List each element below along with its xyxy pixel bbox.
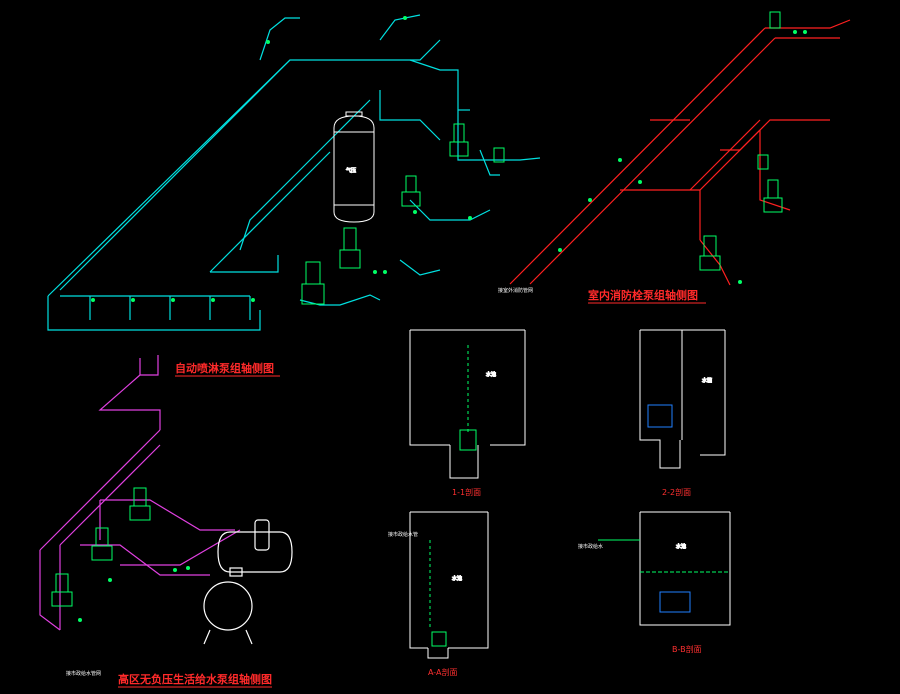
water-valves xyxy=(78,566,190,622)
spray-pump-isometric xyxy=(47,14,541,331)
section-a-a: 水池 xyxy=(409,511,489,659)
section-1-1: 水池 xyxy=(409,329,526,479)
fire-system-title: 室内消防栓泵组轴侧图 xyxy=(588,288,698,302)
water-main-note: 接市政给水管网 xyxy=(66,670,101,677)
water-supply-isometric xyxy=(39,355,241,631)
spray-pumps xyxy=(301,123,505,305)
section-1-1-label: 1-1剖面 xyxy=(452,487,481,497)
spray-system-title: 自动喷淋泵组轴侧图 xyxy=(175,361,274,375)
section-2-2-label: 2-2剖面 xyxy=(662,487,691,497)
section-b-b: 水池 xyxy=(598,511,731,626)
fire-valves xyxy=(558,30,807,284)
pressure-tank: 气压 xyxy=(333,111,375,223)
section-a-a-label: A-A剖面 xyxy=(428,667,457,677)
pool-a-a-label: 水池 xyxy=(452,575,462,582)
spray-valves xyxy=(91,16,472,302)
fire-main-note: 接室外消防管网 xyxy=(498,287,533,294)
pool-1-1-label: 水池 xyxy=(486,371,496,378)
section-2-2: 水箱 xyxy=(639,329,726,469)
water-tanks xyxy=(203,519,293,645)
pool-2-2-label: 水箱 xyxy=(702,377,712,384)
pressure-tank-label: 气压 xyxy=(346,167,356,174)
aa-inlet-note: 接市政给水管 xyxy=(388,531,418,538)
water-system-title: 高区无负压生活给水泵组轴侧图 xyxy=(118,672,272,686)
bb-inlet-note: 接市政给水 xyxy=(578,543,603,550)
water-pumps xyxy=(51,487,151,607)
fire-hydrant-isometric xyxy=(509,19,851,286)
section-b-b-label: B-B剖面 xyxy=(672,644,702,654)
pool-b-b-label: 水池 xyxy=(676,543,686,550)
fire-pumps xyxy=(699,11,783,271)
